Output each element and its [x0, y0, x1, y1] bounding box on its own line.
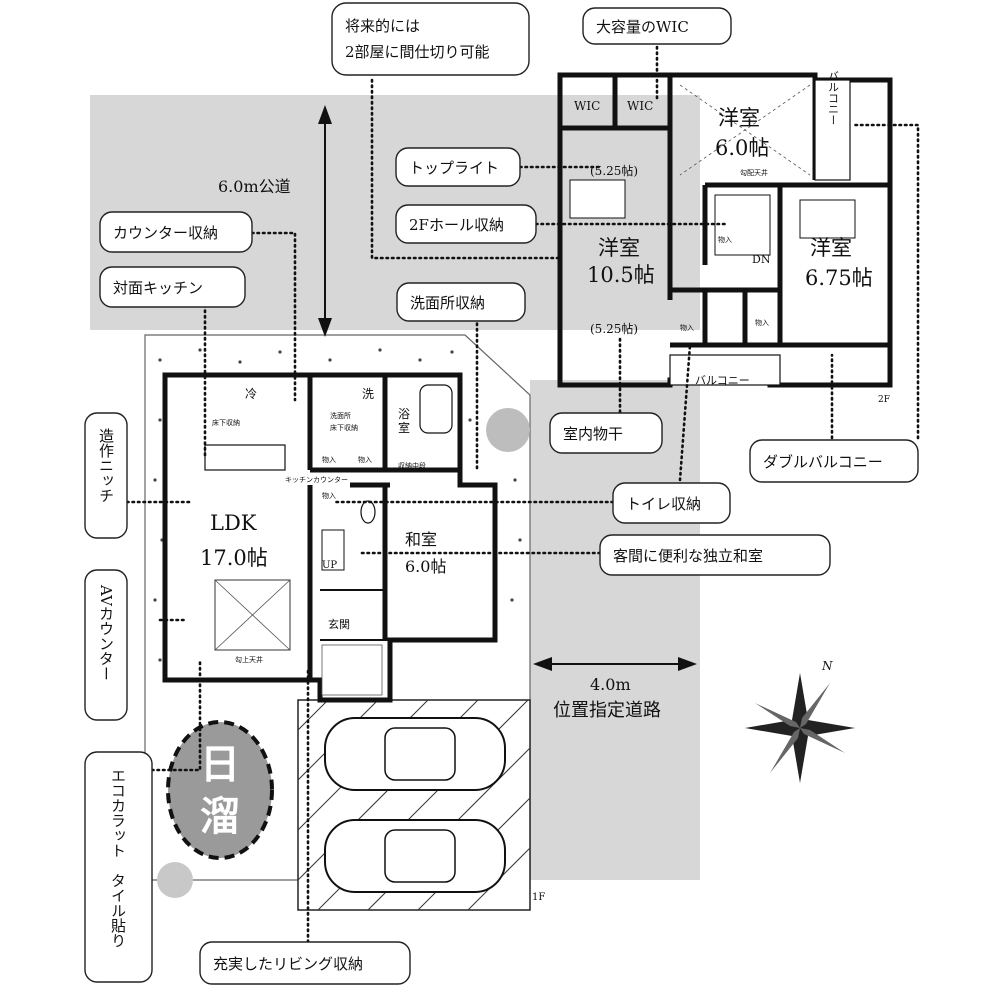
callout-counter-storage-text: カウンター収納 — [113, 224, 218, 242]
road-labels: 6.0m公道 4.0m 位置指定道路 — [218, 105, 697, 721]
toilet — [360, 500, 376, 524]
storage-2f-1: 物入 — [718, 235, 732, 244]
callout-guest-japanese-room: 客間に便利な独立和室 — [599, 534, 831, 576]
car-icon — [324, 717, 506, 791]
balcony-side-label: バルコニー — [827, 71, 840, 126]
designated-road — [530, 380, 700, 880]
floor1-plan: LDK 17.0帖 和室 6.0帖 浴 室 玄関 UP 冷 洗 洗面所 物入 物… — [162, 372, 498, 703]
callout-washroom-storage: 洗面所収納 — [396, 282, 526, 322]
callout-toilet-storage-text: トイレ収納 — [626, 495, 701, 513]
callout-living-storage-text: 充実したリビング収納 — [213, 955, 363, 973]
compass-north-label: N — [821, 659, 833, 673]
room-b-lower-part: (5.25帖) — [590, 321, 638, 336]
room-a-ceiling-note: 勾配天井 — [740, 168, 768, 177]
stairs-down-label: DN — [752, 253, 771, 266]
callout-washroom-storage-text: 洗面所収納 — [410, 294, 485, 312]
fridge-label: 冷 — [245, 387, 257, 401]
storage-label-1: 物入 — [322, 455, 336, 464]
storage-label-2: 物入 — [358, 455, 372, 464]
ldk-ceiling-note: 勾上天井 — [235, 655, 263, 664]
wic-label-1: WIC — [574, 99, 600, 113]
washroom-label: 洗面所 — [330, 411, 351, 420]
sunny-spot-char-1: 日 — [200, 742, 240, 788]
callout-double-balcony: ダブルバルコニー — [749, 439, 919, 483]
callout-future-partition: 将来的には 2部屋に間仕切り可能 — [331, 2, 530, 76]
ldk-ceiling — [214, 579, 291, 651]
floor1-label: 1F — [532, 892, 545, 903]
washer-label: 洗 — [362, 387, 374, 401]
callout-double-balcony-text: ダブルバルコニー — [763, 453, 883, 471]
callout-av-counter: AVカウンター — [84, 569, 128, 721]
leader-lines — [125, 45, 920, 944]
callout-future-partition-line1: 将来的には — [345, 17, 420, 35]
bath-label-1: 浴 — [398, 407, 410, 421]
callout-hall-storage-2f: 2Fホール収納 — [395, 204, 537, 244]
callout-facing-kitchen-text: 対面キッチン — [113, 279, 203, 297]
shoe-storage-label: 収納中段 — [398, 461, 426, 470]
bed — [799, 199, 856, 239]
balcony-side — [814, 79, 851, 181]
stairs — [321, 529, 345, 571]
callout-large-wic-text: 大容量のWIC — [596, 18, 689, 36]
balcony-side-text: バルコニー — [827, 71, 840, 126]
entrance-floor — [321, 644, 383, 696]
floor2-label: 2F — [878, 395, 890, 405]
stairs-up-label: UP — [322, 560, 337, 571]
wic-label-2: WIC — [627, 99, 653, 113]
garden-shrubs — [153, 348, 522, 662]
underfloor-storage-1: 床下収納 — [212, 418, 240, 427]
room-c-label: 洋室 — [810, 236, 852, 260]
sunny-spot-char-2: 溜 — [200, 794, 240, 840]
ldk-size: 17.0帖 — [200, 546, 268, 570]
callout-future-partition-line2: 2部屋に間仕切り可能 — [345, 43, 490, 61]
room-a-label: 洋室 — [718, 106, 760, 130]
callout-toplight: トップライト — [395, 147, 521, 187]
room-a-size: 6.0帖 — [715, 136, 769, 160]
compass-icon: N — [745, 659, 855, 783]
parking-area: 1F — [297, 699, 545, 911]
tree — [486, 408, 530, 452]
designated-road-width: 4.0m — [590, 675, 631, 694]
kitchen-counter-label: キッチンカウンター — [285, 475, 348, 484]
storage-2f-2: 物入 — [680, 323, 694, 332]
room-b-size: 10.5帖 — [587, 263, 655, 287]
public-road-label: 6.0m公道 — [218, 177, 291, 196]
room-b-label: 洋室 — [598, 236, 640, 260]
designated-road-label: 位置指定道路 — [553, 700, 661, 721]
callout-built-in-niche: 造作ニッチ — [84, 412, 128, 539]
shrub — [157, 862, 193, 898]
kitchen-counter — [204, 444, 286, 471]
callout-counter-storage: カウンター収納 — [99, 211, 253, 253]
room-b-upper-part: (5.25帖) — [590, 163, 638, 178]
callout-indoor-drying-text: 室内物干 — [563, 425, 623, 443]
callout-large-wic: 大容量のWIC — [582, 7, 732, 45]
japanese-room-label: 和室 — [405, 530, 437, 549]
callout-ecocarat: エコカラット タイル貼り — [84, 751, 153, 983]
callout-built-in-niche-text: 造作ニッチ — [97, 428, 115, 503]
callout-indoor-drying: 室内物干 — [549, 412, 663, 454]
callout-facing-kitchen: 対面キッチン — [99, 266, 246, 308]
balcony-bottom-label: バルコニー — [695, 374, 750, 387]
bathtub — [419, 384, 453, 434]
callout-hall-storage-2f-text: 2Fホール収納 — [409, 216, 504, 234]
callout-av-counter-text: AVカウンター — [97, 584, 115, 681]
japanese-room-size: 6.0帖 — [405, 557, 446, 576]
entrance-label: 玄関 — [328, 617, 350, 631]
bed — [569, 179, 626, 219]
callout-guest-japanese-room-text: 客間に便利な独立和室 — [613, 547, 763, 565]
storage-2f-3: 物入 — [755, 318, 769, 327]
sunny-spot: 日 溜 — [166, 720, 274, 860]
callout-living-storage: 充実したリビング収納 — [199, 941, 411, 985]
callout-ecocarat-text: エコカラット タイル貼り — [109, 768, 127, 948]
underfloor-storage-2: 床下収納 — [330, 423, 358, 432]
storage-label-3: 物入 — [322, 491, 336, 500]
callout-toplight-text: トップライト — [409, 159, 499, 177]
car-icon — [324, 819, 506, 893]
room-c-size: 6.75帖 — [805, 266, 873, 290]
ldk-label: LDK — [210, 511, 257, 535]
bath-label-2: 室 — [398, 420, 410, 435]
callout-toilet-storage: トイレ収納 — [612, 482, 731, 524]
